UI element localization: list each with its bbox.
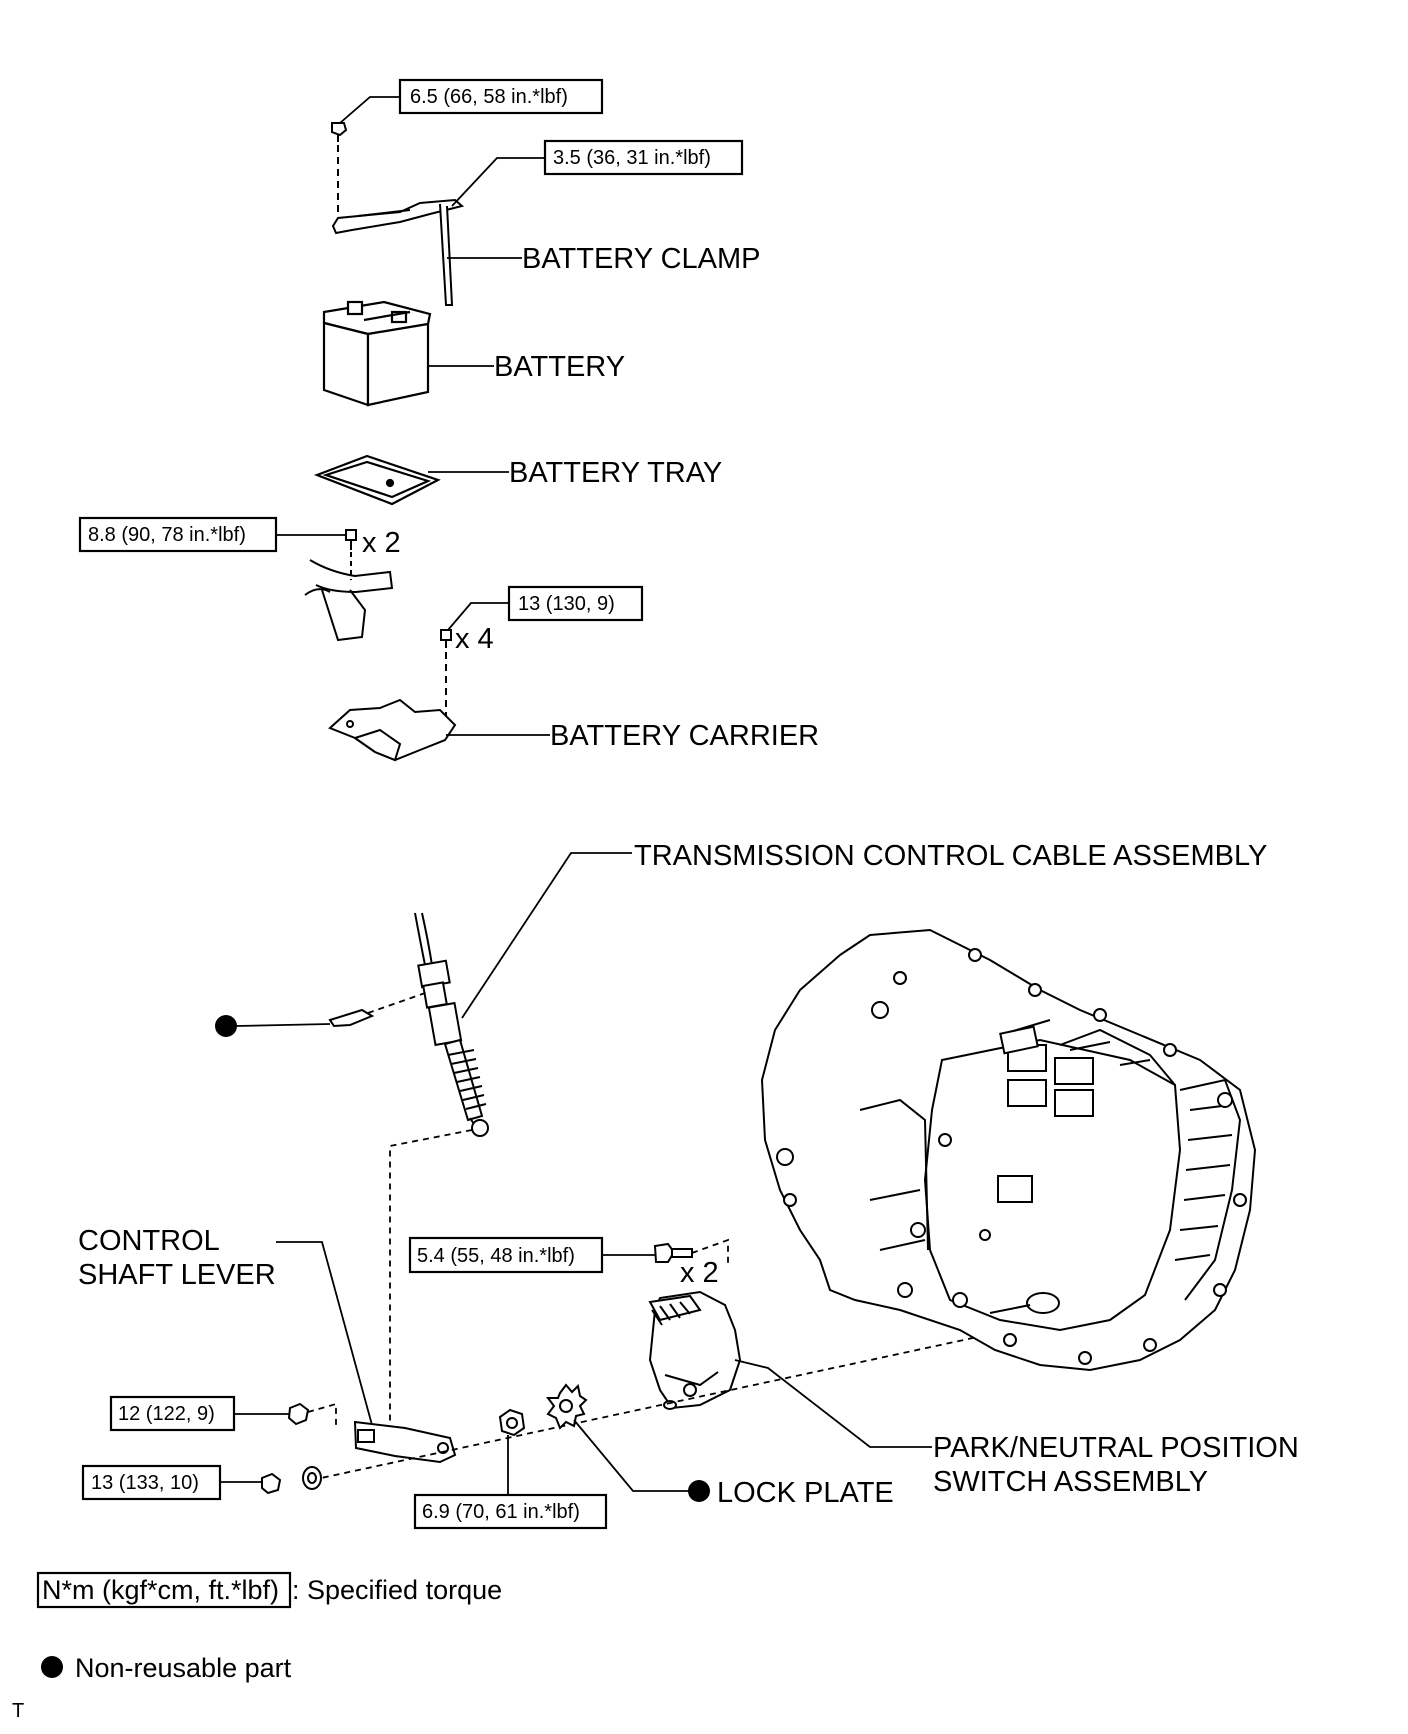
- switch-bolt-shape: [653, 1242, 693, 1263]
- bolt-small-1: [345, 529, 357, 550]
- battery-clamp-bolt: [331, 122, 348, 142]
- torque-box-t4: 13 (130, 9): [507, 585, 644, 622]
- hose-bracket-shape: [304, 552, 394, 642]
- battery-shape: [322, 300, 432, 407]
- label-control-2: SHAFT LEVER: [78, 1259, 276, 1291]
- leader-t4: [447, 602, 509, 631]
- leader-control-shaft-lever: [276, 1241, 373, 1426]
- label-battery-tray: BATTERY TRAY: [509, 457, 722, 489]
- legend-torque-unit: N*m (kgf*cm, ft.*lbf): [42, 1575, 279, 1605]
- leader-pnp-switch: [734, 1359, 932, 1448]
- transaxle-assembly-shape: [760, 928, 1257, 1372]
- axis-dashed-line: [311, 1329, 1011, 1481]
- leader-transmission-cable: [461, 852, 632, 1019]
- battery-tray-shape: [313, 454, 441, 506]
- nut-shape-3: [498, 1408, 526, 1437]
- label-pnp-2: SWITCH ASSEMBLY: [933, 1466, 1208, 1498]
- multiplier-m2: x 4: [455, 623, 494, 655]
- nonreusable-dot-lock: [688, 1480, 710, 1502]
- battery-carrier-shape: [328, 698, 457, 762]
- leader-clip: [235, 1023, 331, 1027]
- legend-nonreusable: Non-reusable part: [41, 1653, 292, 1683]
- torque-box-t1: 6.5 (66, 58 in.*lbf): [398, 78, 604, 115]
- torque-label-t6: 12 (122, 9): [118, 1403, 215, 1425]
- leader-t1: [339, 96, 400, 124]
- nonreusable-dot-clip: [215, 1015, 237, 1037]
- torque-box-t6: 12 (122, 9): [109, 1395, 236, 1432]
- leader-t2: [451, 157, 545, 207]
- torque-label-t2: 3.5 (36, 31 in.*lbf): [553, 147, 711, 169]
- leader-lock-plate: [573, 1419, 695, 1492]
- label-control-1: CONTROL: [78, 1225, 220, 1257]
- torque-label-t1: 6.5 (66, 58 in.*lbf): [410, 86, 568, 108]
- clip-dashed-line: [367, 991, 429, 1014]
- nut1-dashed: [307, 1402, 337, 1428]
- cable-clip-shape: [328, 1008, 375, 1028]
- torque-box-t8: 6.9 (70, 61 in.*lbf): [413, 1493, 608, 1530]
- label-battery: BATTERY: [494, 351, 625, 383]
- torque-label-t8: 6.9 (70, 61 in.*lbf): [422, 1501, 580, 1523]
- label-lock-plate: LOCK PLATE: [717, 1477, 894, 1509]
- multiplier-m1: x 2: [362, 527, 401, 559]
- torque-box-t7: 13 (133, 10): [81, 1464, 222, 1501]
- lock-plate-shape: [546, 1383, 588, 1430]
- cable-lever-dashed: [389, 1129, 473, 1432]
- switch-bolt-dashed: [691, 1238, 729, 1265]
- nut-shape-1: [287, 1402, 310, 1426]
- legend-nonreusable-dot: [41, 1656, 63, 1678]
- label-battery-carrier: BATTERY CARRIER: [550, 720, 819, 752]
- legend-torque: N*m (kgf*cm, ft.*lbf) : Specified torque: [36, 1571, 502, 1609]
- multiplier-m3: x 2: [680, 1257, 719, 1289]
- torque-label-t4: 13 (130, 9): [518, 593, 615, 615]
- torque-box-t2: 3.5 (36, 31 in.*lbf): [543, 139, 744, 176]
- bolt-small-2: [440, 629, 452, 648]
- nut-shape-2: [261, 1466, 322, 1495]
- torque-label-t7: 13 (133, 10): [91, 1472, 199, 1494]
- corner-mark: T: [12, 1700, 24, 1722]
- transmission-cable-shape: [414, 912, 489, 1137]
- torque-label-t3: 8.8 (90, 78 in.*lbf): [88, 524, 246, 546]
- torque-box-t3: 8.8 (90, 78 in.*lbf): [78, 516, 278, 553]
- label-pnp-1: PARK/NEUTRAL POSITION: [933, 1432, 1299, 1464]
- legend-nonreusable-desc: Non-reusable part: [75, 1653, 292, 1683]
- label-battery-clamp: BATTERY CLAMP: [522, 243, 761, 275]
- legend-torque-desc: : Specified torque: [292, 1575, 502, 1605]
- control-shaft-lever-shape: [353, 1420, 457, 1464]
- pnp-switch-shape: [648, 1290, 742, 1410]
- torque-label-t5: 5.4 (55, 48 in.*lbf): [417, 1245, 575, 1267]
- label-transmission-cable: TRANSMISSION CONTROL CABLE ASSEMBLY: [634, 840, 1267, 872]
- battery-clamp-shape: [331, 198, 465, 306]
- torque-box-t5: 5.4 (55, 48 in.*lbf): [408, 1236, 604, 1274]
